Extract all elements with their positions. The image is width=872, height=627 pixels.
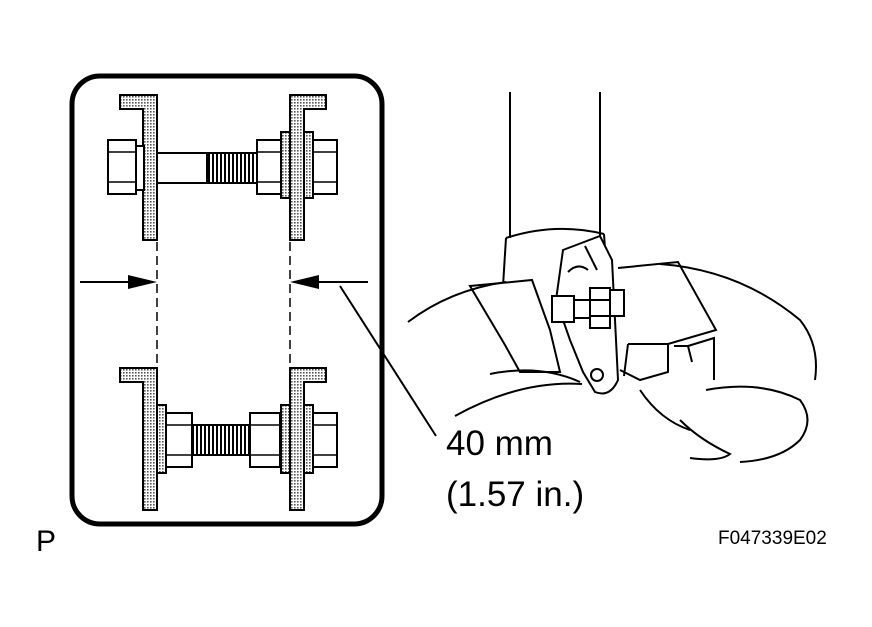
figure-code: F047339E02: [718, 528, 827, 549]
dimension-arrows: [80, 275, 368, 289]
view-marker: P: [36, 525, 57, 558]
inset-detail: [69, 73, 385, 527]
upper-right-bracket: [289, 94, 327, 241]
dimension-leader: [339, 285, 437, 437]
dimension-imperial-label: (1.57 in.): [446, 475, 585, 514]
main-view: [407, 92, 817, 463]
left-wedge: [468, 278, 562, 373]
bracket-bolt: [537, 287, 625, 331]
lower-left-bracket: [119, 367, 158, 511]
dimension-metric-label: 40 mm: [446, 424, 553, 463]
inset-frame: [69, 73, 385, 527]
upper-bolt: [107, 131, 338, 199]
steering-knuckle: [617, 260, 718, 382]
upper-left-bracket: [119, 94, 158, 241]
lower-right-bracket: [289, 367, 327, 511]
extension-lines: [156, 242, 291, 372]
lower-bolt: [156, 404, 338, 474]
wheel-contour: [407, 263, 817, 463]
